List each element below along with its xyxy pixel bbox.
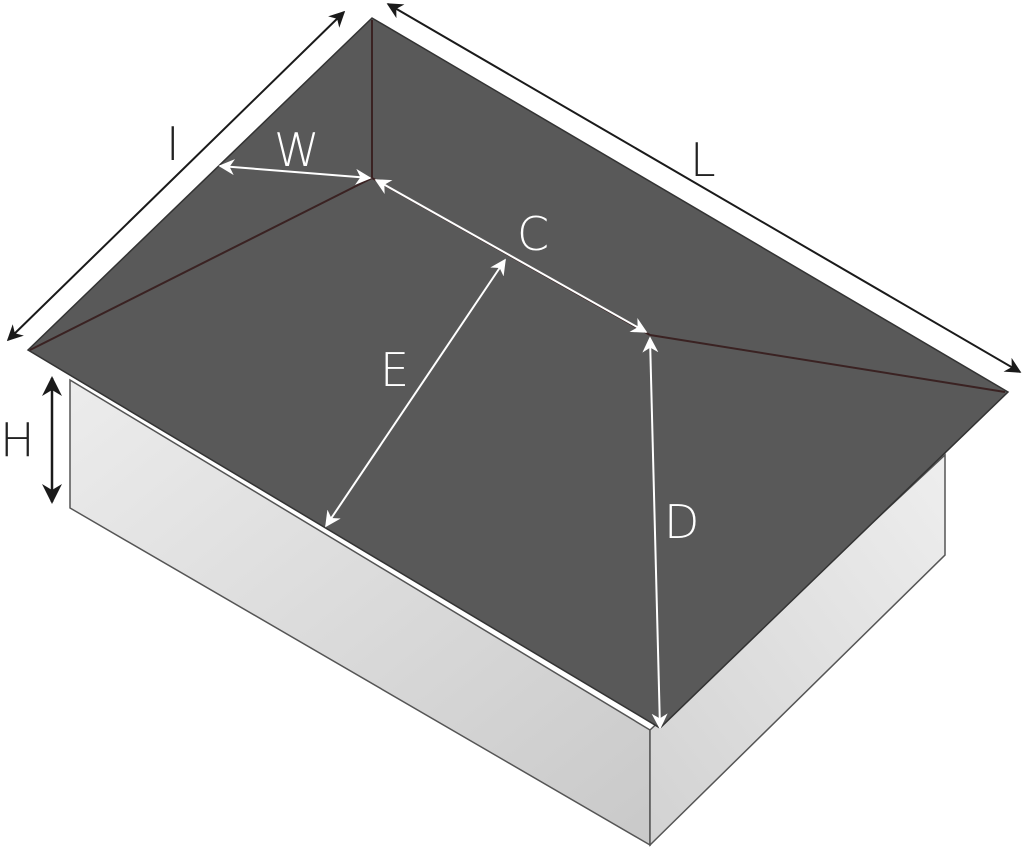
- label-i: I: [166, 117, 180, 171]
- dimension-arrow-c: [374, 179, 648, 333]
- dimension-arrow-l: [386, 3, 1022, 373]
- dimension-arrow-i: [6, 10, 346, 342]
- dimension-arrow-w: [218, 159, 372, 185]
- label-h: H: [0, 413, 35, 467]
- dimension-arrow-e: [325, 258, 506, 528]
- label-e: E: [380, 343, 409, 397]
- label-d: D: [664, 495, 699, 549]
- label-w: W: [274, 123, 319, 177]
- label-c: C: [517, 207, 549, 261]
- label-l: L: [690, 133, 716, 187]
- dimension-arrow-d: [642, 336, 668, 730]
